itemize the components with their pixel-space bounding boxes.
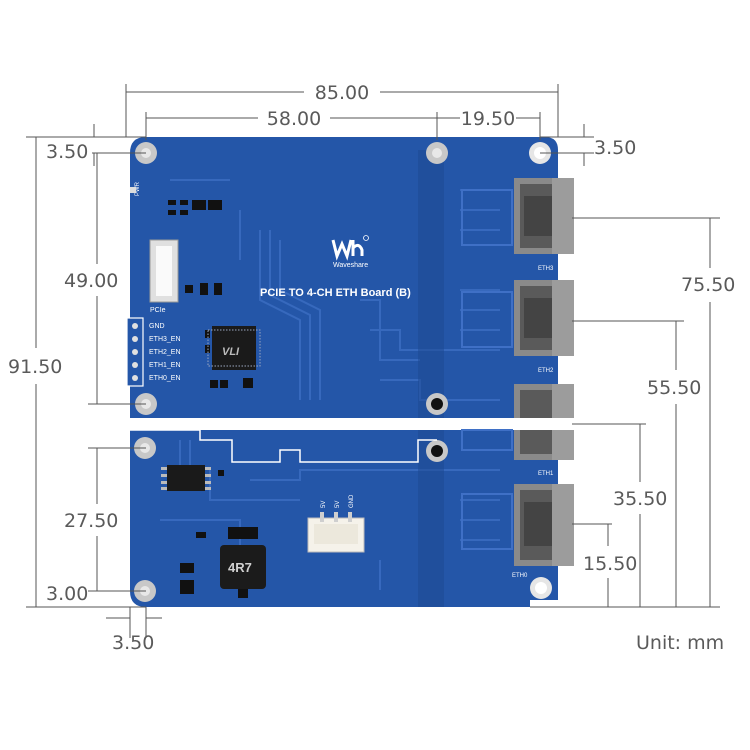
- power-pin-label: GND: [349, 494, 355, 508]
- port-label: ETH0: [512, 573, 528, 579]
- port-label: ETH2: [538, 368, 554, 374]
- mounting-hole: [426, 393, 448, 415]
- dim-bottom-margin: 3.00: [46, 583, 88, 605]
- dim-eth1-height: 35.50: [613, 488, 667, 510]
- eth2-port: [461, 280, 574, 356]
- dim-lower-hole-spacing: 27.50: [64, 510, 118, 532]
- pin-label: ETH1_EN: [149, 362, 181, 369]
- brand-label: Waveshare: [333, 262, 368, 269]
- power-inductor: 4R7: [220, 545, 266, 589]
- dim-overall-height: 91.50: [8, 356, 62, 378]
- eth0-port: [461, 484, 574, 566]
- mounting-hole: [426, 440, 448, 462]
- pwr-label: PWR: [135, 181, 141, 196]
- port-label: ETH3: [538, 266, 554, 272]
- lower-board: 4R7 5V 5V GND ETH1 ETH0: [130, 429, 574, 607]
- dim-eth0-height: 15.50: [583, 553, 637, 575]
- pin-label: GND: [149, 323, 165, 330]
- pin-label: ETH3_EN: [149, 336, 181, 343]
- pin-header: [126, 317, 144, 387]
- waveshare-logo-icon: [331, 235, 369, 261]
- dim-hole-spacing: 58.00: [267, 108, 321, 130]
- unit-label: Unit: mm: [636, 632, 724, 654]
- dimension-lines: [26, 84, 720, 638]
- pin-label: ETH0_EN: [149, 375, 181, 382]
- inductor-marking: 4R7: [228, 560, 252, 575]
- dim-bottom-left-margin: 3.50: [112, 632, 154, 654]
- pin-label: ETH2_EN: [149, 349, 181, 356]
- eth1-port: [514, 384, 574, 418]
- port-label: ETH1: [538, 471, 554, 477]
- power-pin-label: 5V: [335, 501, 341, 508]
- eth3-port: [461, 178, 574, 254]
- dim-upper-hole-spacing: 49.00: [64, 270, 118, 292]
- soic-chip: [161, 465, 211, 491]
- dim-top-left-margin: 3.50: [46, 141, 88, 163]
- pin-labels: GND ETH3_EN ETH2_EN ETH1_EN ETH0_EN: [149, 323, 181, 382]
- pcie-label: PCIe: [150, 307, 166, 314]
- eth1-port-lower: [461, 429, 574, 460]
- mounting-hole: [530, 577, 552, 599]
- mounting-hole: [426, 142, 448, 164]
- chip-marking: VLI: [222, 346, 240, 358]
- power-pin-label: 5V: [321, 501, 327, 508]
- dim-overall-width: 85.00: [315, 82, 369, 104]
- dim-eth3-height: 75.50: [681, 274, 735, 296]
- pcie-controller-chip: VLI: [207, 326, 261, 370]
- dim-right-hole-offset: 19.50: [461, 108, 515, 130]
- board-title: PCIE TO 4-CH ETH Board (B): [260, 287, 411, 299]
- dim-eth2-height: 55.50: [647, 377, 701, 399]
- upper-board: PCIe PWR GND ETH3_EN ETH2_EN ETH1_: [126, 137, 574, 418]
- dim-top-right-margin: 3.50: [594, 137, 636, 159]
- power-connector: [307, 512, 365, 553]
